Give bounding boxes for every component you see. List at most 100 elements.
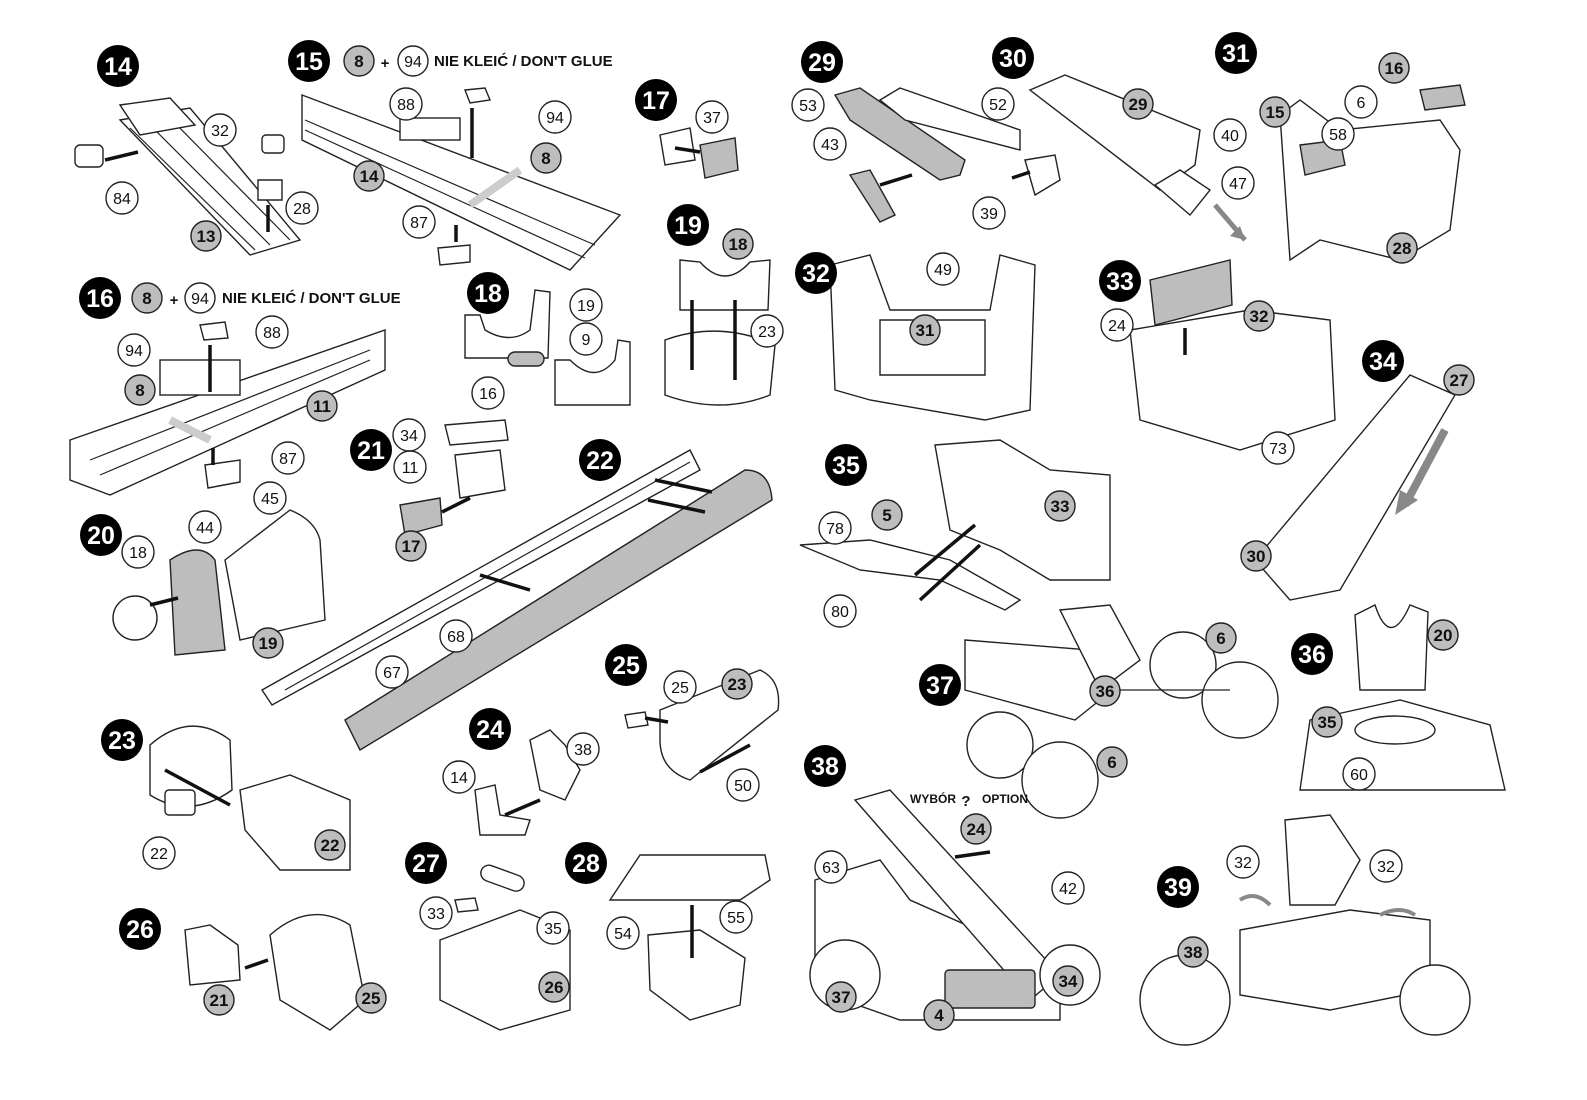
- part-number: 37: [832, 988, 851, 1007]
- part-number: 8: [541, 149, 550, 168]
- step-37: 37 6 36 6: [919, 604, 1279, 819]
- part-callout: [253, 481, 287, 515]
- step-36-number: 36: [1298, 641, 1326, 669]
- part-number: 6: [1216, 629, 1225, 648]
- part-callout-highlight: [721, 668, 753, 700]
- part-callout: [142, 836, 176, 870]
- step-21-number: 21: [357, 437, 385, 465]
- part-callout: [1221, 166, 1255, 200]
- step-15-drawing: [301, 87, 622, 271]
- part-callout-highlight: [1205, 622, 1237, 654]
- part-number: 32: [211, 123, 229, 140]
- step-28-badge: [565, 842, 607, 884]
- step-22-number: 22: [586, 447, 614, 475]
- part-number: 55: [727, 910, 745, 927]
- step-32-badge: [795, 252, 837, 294]
- step-38-badge: [804, 745, 846, 787]
- part-callout-highlight: [530, 142, 562, 174]
- part-callout-highlight: [353, 160, 385, 192]
- step-28-number: 28: [572, 850, 600, 878]
- part-callout-highlight: [1177, 936, 1209, 968]
- step-18-number: 18: [474, 280, 502, 308]
- step-23-badge: [101, 719, 143, 761]
- step-15-badge: [288, 40, 330, 82]
- part-callout: [1261, 431, 1295, 465]
- part-number: 35: [544, 921, 562, 938]
- part-number: 47: [1229, 176, 1247, 193]
- part-number: 34: [400, 428, 418, 445]
- part-callout: [188, 510, 222, 544]
- step-24-drawing: [474, 729, 581, 836]
- part-callout: [442, 760, 476, 794]
- step-27-badge: [405, 842, 447, 884]
- option-label-pl: WYBÓR: [910, 791, 956, 806]
- part-number: 22: [321, 836, 340, 855]
- part-number: 11: [402, 460, 419, 477]
- part-callout: [1213, 118, 1247, 152]
- step-33-drawing: [1129, 259, 1336, 451]
- step-26: 26 21 25: [119, 908, 387, 1031]
- part-callout: [566, 732, 600, 766]
- dont-glue-note: NIE KLEIĆ / DON'T GLUE: [434, 52, 613, 70]
- part-callout: [813, 127, 847, 161]
- step-17: 17 37: [635, 79, 739, 179]
- step-23-number: 23: [108, 727, 136, 755]
- step-14-drawing: [74, 97, 302, 256]
- option-label-en: OPTION: [982, 792, 1028, 806]
- part-callout: [823, 594, 857, 628]
- step-17-number: 17: [642, 87, 670, 115]
- step-15: 15 8 + 94 NIE KLEIĆ / DON'T GLUE 88 94 8…: [288, 40, 622, 271]
- part-callout: [393, 450, 427, 484]
- part-number: 33: [1051, 497, 1070, 516]
- part-number: 6: [1107, 753, 1116, 772]
- part-callout-highlight: [909, 314, 941, 346]
- part-callout-highlight: [1240, 540, 1272, 572]
- part-callout-highlight: [1089, 675, 1121, 707]
- step-29-badge: [801, 41, 843, 83]
- part-callout: [203, 113, 237, 147]
- step-35-badge: [825, 444, 867, 486]
- step-20-badge: [80, 514, 122, 556]
- part-callout: [1226, 845, 1260, 879]
- part-callout-highlight: [1096, 746, 1128, 778]
- part-callout: [1369, 849, 1403, 883]
- step-25-drawing: [624, 669, 780, 781]
- part-callout-highlight: [1311, 706, 1343, 738]
- part-number: 9: [582, 332, 591, 349]
- part-callout: [1100, 308, 1134, 342]
- part-callout: [538, 100, 572, 134]
- part-number: 42: [1059, 881, 1077, 898]
- part-callout-highlight: [314, 829, 346, 861]
- part-callout: [1321, 117, 1355, 151]
- step-27-number: 27: [412, 850, 440, 878]
- part-callout-highlight: [538, 971, 570, 1003]
- part-number: 73: [1269, 441, 1287, 458]
- part-callout: [1342, 757, 1376, 791]
- step-32-number: 32: [802, 260, 830, 288]
- step-19: 19 18 23: [664, 204, 784, 406]
- step-36-badge: [1291, 633, 1333, 675]
- part-callout-highlight: [190, 220, 222, 252]
- step-36: 36 20 35 60: [1291, 604, 1506, 791]
- part-number: 20: [1434, 626, 1453, 645]
- part-callout: [402, 205, 436, 239]
- header-part-callout: [184, 282, 216, 314]
- step-33-badge: [1099, 260, 1141, 302]
- step-35-number: 35: [832, 452, 860, 480]
- step-37-drawing: [964, 604, 1279, 819]
- part-number: 78: [826, 521, 844, 538]
- step-28: 28 54 55: [565, 842, 771, 1021]
- part-callout: [419, 896, 453, 930]
- part-number: 22: [150, 846, 168, 863]
- step-29: 29 53 52 43 39: [791, 41, 1061, 230]
- part-callout-highlight: [923, 999, 955, 1031]
- part-callout-highlight: [395, 530, 427, 562]
- step-30-drawing: [1028, 74, 1247, 242]
- step-20-drawing: [112, 509, 326, 656]
- step-31: 31 16 15 6 58 28: [1215, 32, 1466, 264]
- part-number: 43: [821, 137, 839, 154]
- part-callout: [375, 655, 409, 689]
- part-callout: [791, 88, 825, 122]
- part-number: 80: [831, 604, 849, 621]
- step-18: 18 19 9 16: [464, 272, 631, 410]
